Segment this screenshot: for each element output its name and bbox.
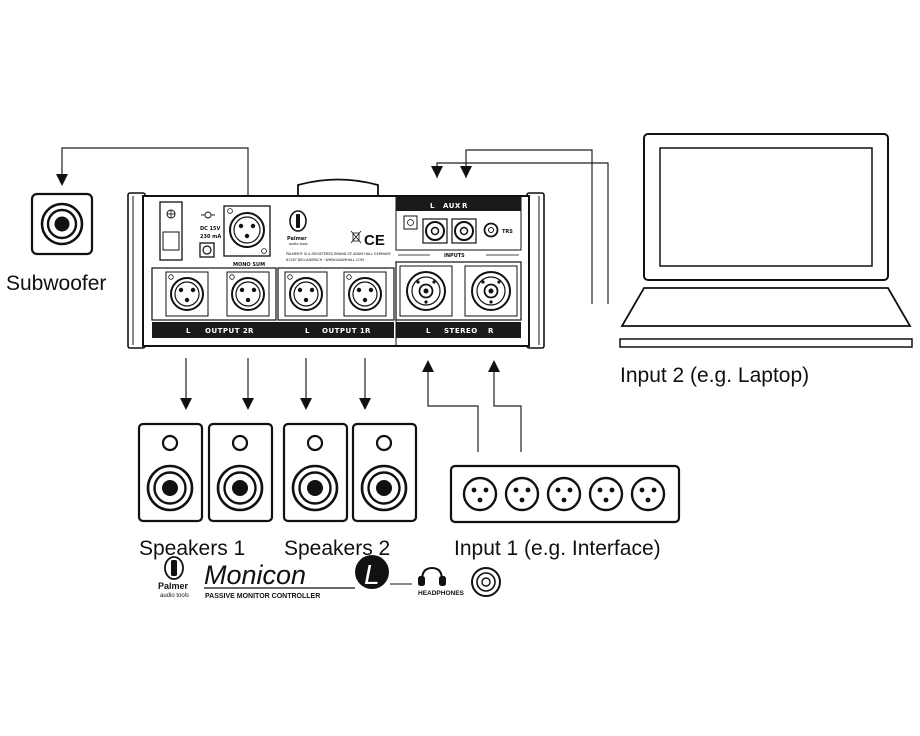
ce-mark: CE (364, 232, 385, 249)
cable-stereo-right (493, 370, 522, 452)
interface-xlr-3 (546, 476, 582, 512)
headphone-jack (471, 567, 501, 597)
aux-trs-label: TRS (502, 229, 513, 235)
dc-polarity-icon (204, 211, 212, 219)
input-1-label: Input 1 (e.g. Interface) (454, 537, 661, 560)
palmer-logo: Palmer audio tools (158, 556, 189, 599)
inputs-section-label: INPUTS (444, 253, 465, 259)
arrow-out1-right (359, 398, 371, 410)
cable-aux-right (465, 149, 593, 304)
monicon-wordmark: Monicon (204, 560, 306, 590)
tweeter-icon (231, 434, 249, 452)
panel-brand: Palmer audio tools CE PALMER® IS A REGIS… (286, 210, 392, 262)
stereo-label-l: L (426, 327, 431, 335)
mono-sum-xlr: MONO SUM (223, 205, 271, 268)
output-1-label-r: R (365, 327, 371, 335)
subwoofer-label: Subwoofer (6, 272, 106, 295)
monicon-rear-panel: DC 15V 230 mA MONO SUM Palmer audio tool… (127, 178, 545, 349)
speakers-1-label: Speakers 1 (139, 537, 245, 560)
speakers-1: Speakers 1 (137, 422, 274, 560)
output-2-section: L OUTPUT 2 R (151, 267, 280, 338)
volume-knob-top (297, 178, 379, 196)
interface-xlr-4 (588, 476, 624, 512)
speaker-1-right (207, 422, 274, 523)
panel-brand-sub: audio tools (289, 242, 308, 246)
weee-bin-icon (350, 230, 362, 244)
arrow-out2-right (242, 398, 254, 410)
dc-current: 230 mA (200, 234, 221, 240)
arrow-subwoofer (56, 174, 68, 186)
arrow-stereo-left (422, 360, 434, 372)
tweeter-icon (161, 434, 179, 452)
aux-label: AUX (443, 202, 461, 210)
laptop-base (620, 287, 912, 327)
product-logo-strip: Palmer audio tools Monicon L PASSIVE MON… (158, 555, 501, 600)
cable-subwoofer (61, 147, 249, 198)
speaker-1-left (137, 422, 204, 523)
input-2-label: Input 2 (e.g. Laptop) (620, 364, 809, 387)
stereo-input-section: L STEREO R (395, 261, 522, 338)
aux-label-r: R (462, 202, 468, 210)
tweeter-icon (306, 434, 324, 452)
panel-brand-name: Palmer (287, 236, 307, 242)
arrow-stereo-right (488, 360, 500, 372)
cables (56, 147, 609, 452)
interface-xlr-2 (504, 476, 540, 512)
arrow-out1-left (300, 398, 312, 410)
monicon-tagline: PASSIVE MONITOR CONTROLLER (205, 593, 320, 600)
stereo-label: STEREO (444, 327, 478, 335)
output-2-label-l: L (186, 327, 191, 335)
arrow-aux-right (460, 166, 472, 178)
monicon-l-badge (355, 555, 389, 589)
speaker-2-left (282, 422, 349, 523)
dc-voltage: DC 15V (200, 226, 221, 232)
audio-interface: Input 1 (e.g. Interface) (449, 464, 681, 560)
interface-xlr-1 (462, 476, 498, 512)
panel-legal-1: PALMER® IS A REGISTERED BRAND OF ADAM HA… (286, 252, 392, 256)
logo-brand-sub: audio tools (160, 593, 189, 599)
cable-stereo-left (427, 370, 479, 452)
output-2-label: OUTPUT 2 (205, 327, 248, 335)
stereo-label-r: R (488, 327, 494, 335)
laptop-front-edge (619, 338, 913, 348)
aux-label-l: L (430, 202, 435, 210)
speakers-2: Speakers 2 (282, 422, 418, 560)
mono-sum-label: MONO SUM (233, 262, 265, 268)
tweeter-icon (375, 434, 393, 452)
headphones-icon (418, 566, 446, 586)
monicon-l-letter: L (364, 559, 380, 590)
arrow-aux-left (431, 166, 443, 178)
aux-section: L AUX R TRS (395, 196, 522, 251)
panel-legal-2: 61267 NEU-ANSPACH · WWW.ADAMHALL.COM (286, 258, 364, 262)
laptop: Input 2 (e.g. Laptop) (619, 133, 913, 387)
arrow-out2-left (180, 398, 192, 410)
interface-xlr-5 (630, 476, 666, 512)
headphones-label: HEADPHONES (418, 590, 465, 597)
laptop-screen (659, 147, 873, 267)
subwoofer: Subwoofer (6, 192, 106, 295)
output-1-label-l: L (305, 327, 310, 335)
speakers-2-label: Speakers 2 (284, 537, 390, 560)
speaker-2-right (351, 422, 418, 523)
output-1-section: L OUTPUT 1 R (277, 267, 395, 338)
logo-brand: Palmer (158, 581, 189, 591)
output-2-label-r: R (248, 327, 254, 335)
output-1-label: OUTPUT 1 (322, 327, 365, 335)
